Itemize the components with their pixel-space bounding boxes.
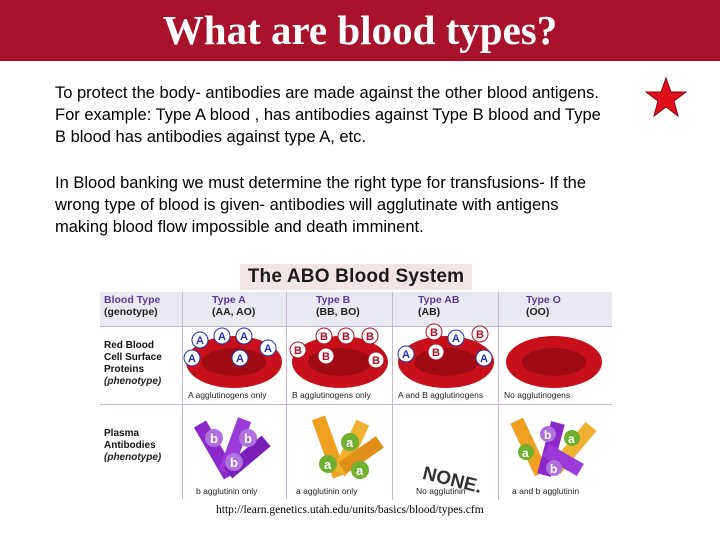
row-label-red-cell: Red Blood Cell Surface Proteins (phenoty… xyxy=(104,340,162,387)
svg-text:b: b xyxy=(210,431,218,446)
antibody-caption-o: a and b agglutinin xyxy=(512,486,580,496)
svg-text:a: a xyxy=(346,435,354,450)
svg-text:B: B xyxy=(294,345,302,357)
svg-text:B: B xyxy=(430,327,438,339)
header-type-o: Type O(OO) xyxy=(526,294,561,318)
header-type-a: Type A(AA, AO) xyxy=(212,294,256,318)
divider xyxy=(498,292,499,500)
star-icon xyxy=(645,76,687,118)
svg-text:A: A xyxy=(452,333,460,345)
antigen-caption-b: B agglutinogens only xyxy=(292,390,371,400)
header-blood-type: Blood Type(genotype) xyxy=(104,294,161,318)
divider xyxy=(100,404,612,405)
divider xyxy=(182,292,183,500)
svg-text:A: A xyxy=(240,331,248,343)
svg-text:A: A xyxy=(480,353,488,365)
abo-blood-system-figure: The ABO Blood System Blood Type(genotype… xyxy=(100,262,612,500)
svg-text:A: A xyxy=(188,353,196,365)
svg-text:B: B xyxy=(320,331,328,343)
svg-text:a: a xyxy=(324,457,332,472)
svg-text:A: A xyxy=(236,353,244,365)
svg-text:B: B xyxy=(366,331,374,343)
figure-title: The ABO Blood System xyxy=(100,264,612,290)
antigen-caption-o: No agglutinogens xyxy=(504,390,571,400)
divider xyxy=(100,326,612,327)
svg-text:a: a xyxy=(568,432,575,446)
red-cell-type-a: A A A A A A xyxy=(183,327,282,388)
header-type-ab: Type AB(AB) xyxy=(418,294,460,318)
svg-text:A: A xyxy=(264,343,272,355)
svg-text:a: a xyxy=(356,463,364,478)
slide-title: What are blood types? xyxy=(162,7,558,53)
svg-text:a: a xyxy=(522,446,529,460)
antigen-caption-a: A agglutinogens only xyxy=(188,390,267,400)
antibody-caption-a: b agglutinin only xyxy=(196,486,258,496)
abo-grid: Blood Type(genotype) Type A(AA, AO) Type… xyxy=(100,292,612,500)
red-cell-type-b: B B B B B B xyxy=(289,327,388,388)
row-label-plasma: Plasma Antibodies (phenotype) xyxy=(104,428,162,463)
red-cell-type-ab: A B A B B A xyxy=(397,323,494,388)
header-row xyxy=(100,292,612,326)
antibodies-type-b: a a a xyxy=(311,415,384,479)
antibody-caption-ab: No agglutinin xyxy=(416,486,466,496)
divider xyxy=(392,292,393,500)
svg-text:b: b xyxy=(544,428,551,442)
paragraph-blood-banking: In Blood banking we must determine the r… xyxy=(55,174,587,236)
svg-text:B: B xyxy=(342,331,350,343)
svg-text:b: b xyxy=(550,462,557,476)
svg-text:b: b xyxy=(230,455,238,470)
svg-text:A: A xyxy=(196,335,204,347)
blood-cells-illustration: A A A A A A B B B B B B A B xyxy=(183,323,602,480)
svg-text:A: A xyxy=(218,331,226,343)
svg-text:B: B xyxy=(372,355,380,367)
svg-text:A: A xyxy=(402,349,410,361)
paragraph-antibodies: To protect the body- antibodies are made… xyxy=(55,84,601,146)
svg-text:B: B xyxy=(322,351,330,363)
antigen-caption-ab: A and B agglutinogens xyxy=(398,390,484,400)
svg-text:b: b xyxy=(244,431,252,446)
header-type-b: Type B(BB, BO) xyxy=(316,294,360,318)
divider xyxy=(286,292,287,500)
antibodies-type-o: a b a b xyxy=(510,417,597,477)
antibody-caption-b: a agglutinin only xyxy=(296,486,358,496)
red-cell-type-o xyxy=(506,336,602,388)
svg-text:B: B xyxy=(432,347,440,359)
antibodies-type-a: b b b xyxy=(193,417,271,480)
source-url: http://learn.genetics.utah.edu/units/bas… xyxy=(216,504,484,516)
svg-text:B: B xyxy=(476,329,484,341)
title-bar xyxy=(0,0,720,61)
